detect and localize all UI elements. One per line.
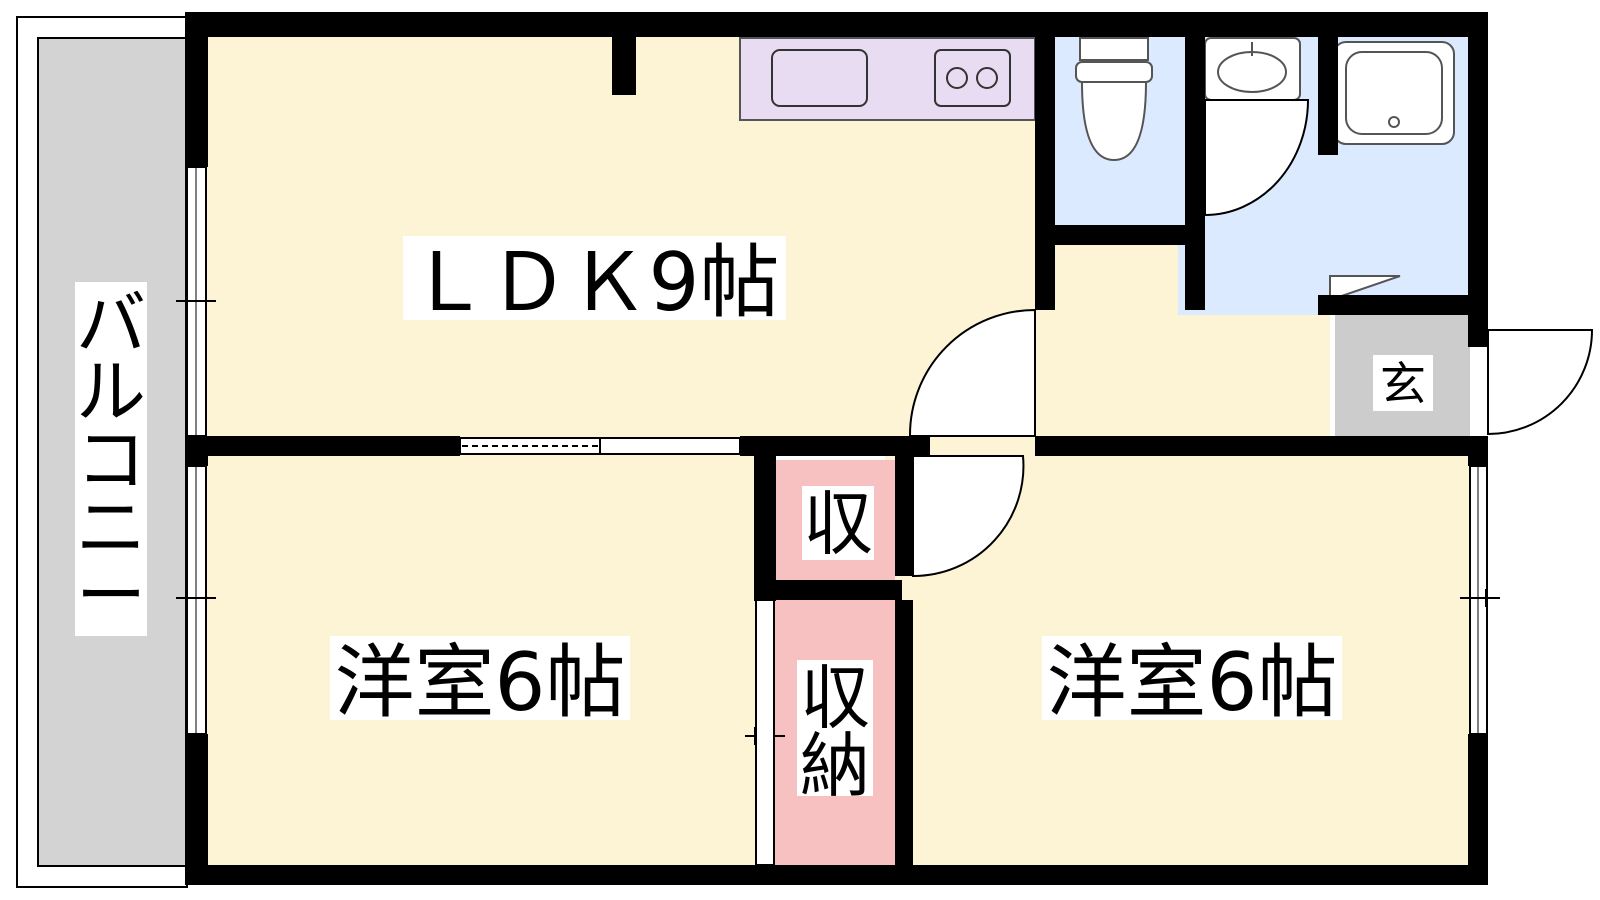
western-room-left-label: 洋室6帖 [335,636,626,729]
stove-icon [934,49,1011,107]
washbasin-icon [1204,37,1301,101]
sink-icon [771,49,868,107]
closet-small-label-bg [802,486,874,560]
interior-walls [185,25,1488,885]
balcony-label-char: ニ [76,487,146,569]
door-closet-small [912,455,1025,578]
exterior-walls [185,12,1488,885]
closet-tall-label-top: 収 [800,657,870,739]
door-ldk [908,308,1036,437]
door-washroom [1204,99,1310,217]
closet-tall-label-bg [797,660,873,796]
closet-small-label: 収 [803,483,873,565]
bathtub-icon [1333,41,1455,145]
toilet-icon [1075,37,1153,162]
door-entrance [1487,329,1594,436]
balcony-label-char: バ [76,283,146,365]
western-room-right-label: 洋室6帖 [1047,636,1338,729]
burner-icon [976,67,998,89]
entrance-label-bg [1373,355,1433,411]
entrance-label: 玄 [1380,357,1426,411]
ldk-label-bg [403,236,786,320]
bath-step-icon [1329,275,1401,302]
balcony-label-char: ル [76,351,146,433]
windows [186,166,1488,735]
western-right-label-bg [1042,636,1342,720]
closet-door [755,599,775,866]
ldk-label: ＬＤＫ9帖 [409,236,780,329]
burner-icon [946,67,968,89]
closet-tall-label-bottom: 納 [800,725,870,807]
western-left-label-bg [330,636,630,720]
balcony-label-char: ー [76,555,146,637]
balcony-label-bg [75,282,147,636]
balcony-label-char: コ [76,419,146,501]
